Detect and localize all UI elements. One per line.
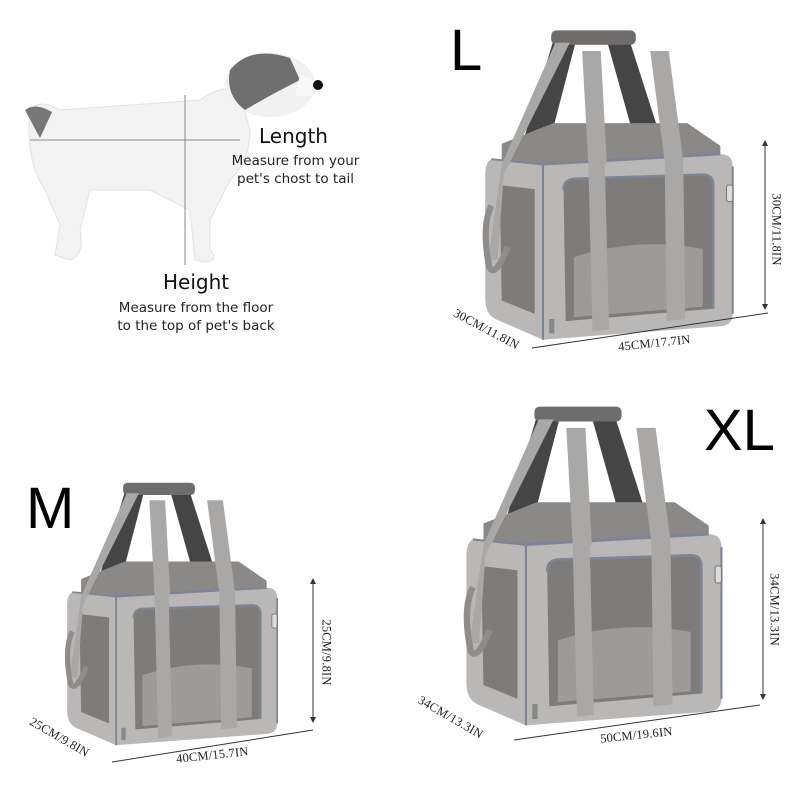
height-description: Measure from the floor to the top of pet… bbox=[100, 299, 292, 335]
dog-illustration bbox=[25, 53, 323, 265]
bag-image-l bbox=[450, 20, 770, 350]
height-dimension-m: 25CM/9.8IN bbox=[319, 619, 334, 686]
height-arrow-l bbox=[762, 140, 768, 310]
height-dimension-xl: 34CM/13.3IN bbox=[767, 573, 782, 646]
measure-guide: Length Measure from your pet's chost to … bbox=[0, 40, 380, 340]
length-description: Measure from your pet's chost to tail bbox=[228, 152, 363, 188]
width-arrow-m bbox=[111, 729, 314, 763]
bag-image-xl bbox=[430, 396, 760, 736]
size-xl-panel: XL 34CM/13.3IN 34CM/13.3IN 50CM/19.6IN bbox=[400, 390, 800, 770]
length-description-line2: pet's chost to tail bbox=[237, 171, 354, 187]
size-l-panel: L 30CM/11.8IN 30CM/11.8IN 45CM/17.7IN bbox=[420, 0, 800, 380]
length-title: Length bbox=[259, 124, 328, 148]
size-label-m: M bbox=[26, 476, 75, 541]
height-arrow-m bbox=[310, 578, 316, 723]
length-description-line1: Measure from your bbox=[231, 153, 360, 169]
height-description-line2: to the top of pet's back bbox=[117, 318, 275, 334]
width-arrow-xl bbox=[513, 704, 761, 741]
height-description-line1: Measure from the floor bbox=[118, 300, 274, 316]
height-dimension-l: 30CM/11.8IN bbox=[769, 193, 784, 266]
size-m-panel: M 25CM/9.8IN 25CM/9.8IN 40CM/15.7IN bbox=[0, 460, 340, 800]
size-label-xl: XL bbox=[704, 398, 775, 463]
size-label-l: L bbox=[450, 18, 483, 83]
height-arrow-xl bbox=[760, 518, 766, 700]
bag-image-m bbox=[38, 474, 308, 754]
width-arrow-l bbox=[531, 312, 769, 349]
height-title: Height bbox=[163, 270, 230, 294]
